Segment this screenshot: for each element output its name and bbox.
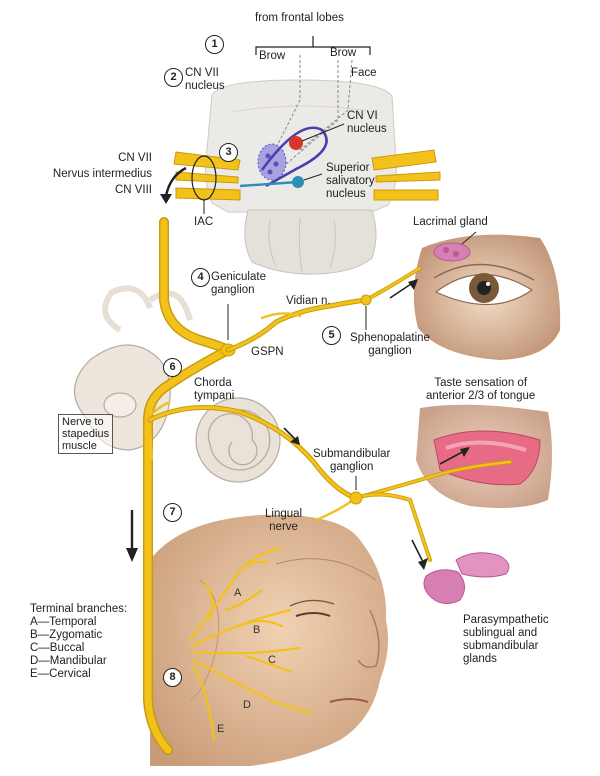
label-lingual-line1: Lingual — [265, 508, 303, 520]
label-cn7: CN VII — [118, 152, 152, 164]
arrow-to-glands-head — [418, 558, 428, 570]
label-sphenopalatine-line2: ganglion — [368, 345, 412, 357]
terminal-branches-title: Terminal branches: — [30, 603, 128, 615]
face-letter-d: D — [243, 699, 251, 711]
step-marker-2: 2 — [164, 68, 183, 87]
terminal-branch-zygomatic: B—Zygomatic — [30, 629, 103, 641]
cn6-nucleus — [289, 136, 303, 150]
corticobulbar-tracts — [269, 55, 353, 166]
label-lacrimal-gland: Lacrimal gland — [413, 216, 488, 228]
step-marker-3: 3 — [219, 143, 238, 162]
eye-illustration — [413, 231, 561, 360]
step-marker-1: 1 — [205, 35, 224, 54]
terminal-branch-temporal: A—Temporal — [30, 616, 97, 628]
label-superior-salivatory-line1: Superior — [326, 162, 370, 174]
label-parasympathetic-line3: submandibular — [463, 640, 539, 652]
label-lingual-line2: nerve — [269, 521, 298, 533]
nerve-to-stapedius-branch — [148, 427, 154, 461]
label-cn6-nucleus: CN VI nucleus — [347, 110, 387, 136]
face-letter-a: A — [234, 587, 242, 599]
arrow-to-iac — [164, 166, 187, 197]
cn7-internal-genu — [260, 126, 328, 188]
label-parasympathetic-glands: Parasympathetic sublingual and submandib… — [463, 614, 549, 666]
step-marker-4: 4 — [191, 268, 210, 287]
terminal-branches — [188, 546, 314, 742]
submandibular-ganglion-mark — [349, 491, 363, 505]
label-chorda-line2: tympani — [194, 390, 235, 402]
label-geniculate-ganglion: Geniculate ganglion — [211, 271, 266, 297]
label-geniculate-line1: Geniculate — [211, 271, 266, 283]
label-parasympathetic-line2: sublingual and — [463, 627, 538, 639]
arrow-chorda — [283, 427, 297, 441]
label-nerve-to-stapedius: Nerve to stapedius muscle — [58, 414, 114, 454]
label-cn8: CN VIII — [114, 184, 152, 196]
label-superior-salivatory-line2: salivatory — [326, 175, 375, 187]
step-marker-6: 6 — [163, 358, 182, 377]
label-submandibular-ganglion: Submandibular ganglion — [313, 448, 390, 474]
nerve-stumps — [173, 149, 441, 201]
label-from-frontal-lobes: from frontal lobes — [255, 12, 344, 24]
facial-nerve-trunk — [143, 217, 233, 755]
terminal-branch-buccal: C—Buccal — [30, 642, 85, 654]
step-marker-5: 5 — [322, 326, 341, 345]
label-stapedius-line2: stapedius — [62, 428, 110, 440]
label-chorda-line1: Chorda — [194, 377, 232, 389]
label-lingual-nerve: Lingual nerve — [265, 508, 302, 534]
label-cn7-nucleus-line2: nucleus — [185, 80, 225, 92]
arrow-to-glands — [411, 539, 423, 561]
label-nervus-intermedius: Nervus intermedius — [52, 168, 152, 180]
lacrimal-pointer — [461, 231, 477, 245]
sphenopalatine-ganglion-mark — [360, 294, 372, 306]
label-stapedius-line3: muscle — [62, 440, 97, 452]
terminal-branch-mandibular: D—Mandibular — [30, 655, 107, 667]
salivary-glands — [423, 552, 510, 604]
label-brow-left: Brow — [259, 50, 286, 62]
face-letter-e: E — [217, 723, 225, 735]
step-marker-7: 7 — [163, 503, 182, 522]
face-illustration — [150, 514, 388, 766]
label-superior-salivatory-nucleus: Superior salivatory nucleus — [326, 162, 375, 201]
label-parasympathetic-line4: glands — [463, 653, 497, 665]
label-superior-salivatory-line3: nucleus — [326, 188, 366, 200]
tongue-illustration — [416, 404, 552, 508]
salivatory-fibers — [239, 180, 299, 188]
label-iac: IAC — [194, 216, 214, 228]
nerve-to-stapedius — [151, 400, 171, 415]
face-letter-c: C — [268, 654, 276, 666]
arrow-trunk-head — [126, 548, 138, 562]
chorda-tympani-nerve — [147, 405, 512, 562]
label-submandibular-ganglion-line2: ganglion — [329, 461, 374, 473]
label-stapedius-line1: Nerve to — [62, 416, 104, 428]
label-sphenopalatine-ganglion: Sphenopalatine ganglion — [350, 332, 430, 358]
label-taste-sensation: Taste sensation of anterior 2/3 of tongu… — [426, 377, 535, 403]
label-cn7-nucleus-line1: CN VII — [185, 67, 219, 79]
arrow-to-lacrimal-head — [408, 279, 418, 290]
arrow-to-iac-head — [160, 194, 172, 204]
label-face: Face — [351, 67, 377, 79]
cn7-nucleus — [257, 143, 287, 181]
arrow-chorda-head — [290, 436, 300, 445]
terminal-branches-legend: Terminal branches: A—Temporal B—Zygomati… — [30, 603, 127, 681]
label-gspn: GSPN — [251, 346, 284, 358]
label-submandibular-ganglion-line1: Submandibular — [313, 448, 391, 460]
label-geniculate-line2: ganglion — [211, 284, 255, 296]
terminal-branch-cervical: E—Cervical — [30, 668, 91, 680]
label-cn7-nucleus: CN VII nucleus — [185, 67, 225, 93]
cn6-pointer — [301, 123, 345, 142]
face-letter-b: B — [253, 624, 261, 636]
label-taste-line1: Taste sensation of — [434, 377, 528, 389]
step-marker-8: 8 — [163, 668, 182, 687]
label-chorda-tympani: Chorda tympani — [194, 377, 234, 403]
label-vidian: Vidian n. — [286, 295, 331, 307]
label-brow-right: Brow — [330, 47, 357, 59]
label-parasympathetic-line1: Parasympathetic — [463, 614, 549, 626]
label-taste-line2: anterior 2/3 of tongue — [426, 390, 536, 402]
salivatory-pointer — [303, 173, 323, 181]
label-cn6-nucleus-line1: CN VI — [347, 110, 378, 122]
label-cn6-nucleus-line2: nucleus — [347, 123, 387, 135]
label-sphenopalatine-line1: Sphenopalatine — [350, 332, 430, 344]
